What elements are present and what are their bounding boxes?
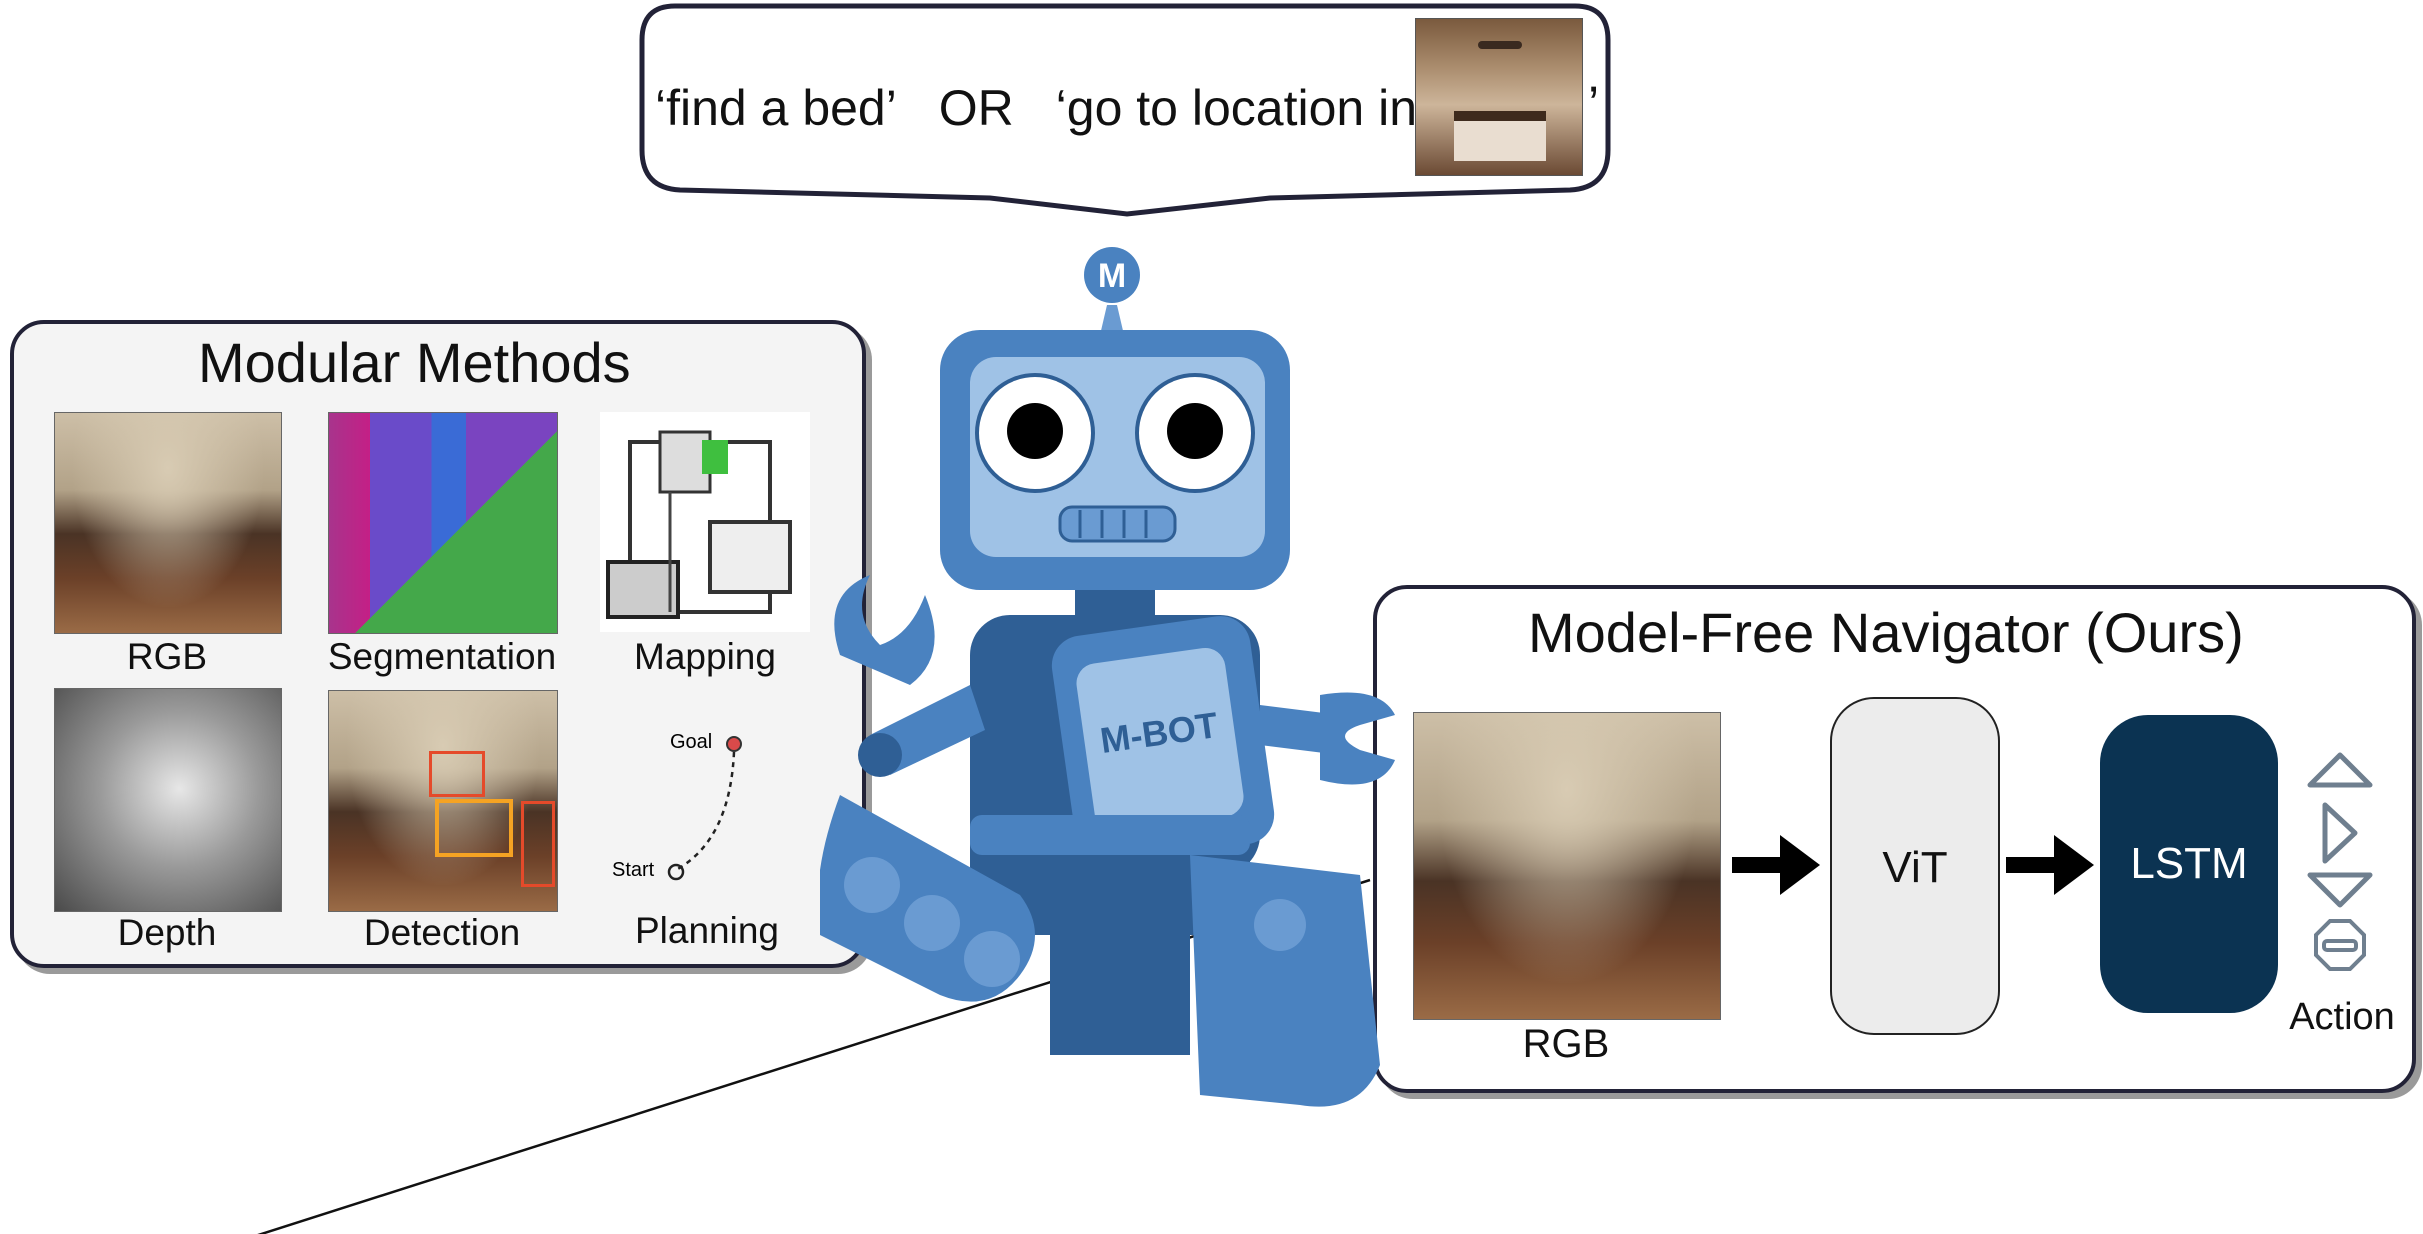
goal-marker-icon: [726, 736, 742, 752]
detection-box: [435, 799, 513, 857]
arrow-to-vit: [1732, 835, 1820, 895]
vit-box: ViT: [1830, 697, 2000, 1035]
right-triangle-icon: [2322, 802, 2358, 864]
detection-box: [521, 801, 555, 887]
modular-methods-title: Modular Methods: [198, 331, 631, 394]
antenna-letter: M: [1098, 257, 1126, 295]
depth-image: [54, 688, 282, 912]
detection-box: [429, 751, 485, 797]
lstm-label: LSTM: [2130, 839, 2248, 888]
planning-start-label: Start: [612, 859, 655, 881]
planning-plot: Goal Start: [612, 731, 742, 881]
planned-path: [675, 751, 736, 872]
action-caption: Action: [2289, 996, 2395, 1038]
robot-mouth: [1058, 505, 1177, 543]
start-marker-icon: [667, 863, 685, 881]
caption-segmentation: Segmentation: [327, 636, 557, 677]
action-icons: [2307, 752, 2373, 971]
lstm-box: LSTM: [2100, 715, 2278, 1013]
right-claw: [1320, 692, 1395, 785]
caption-planning: Planning: [634, 910, 779, 951]
navigator-title: Model-Free Navigator (Ours): [1528, 601, 2244, 664]
speech-bubble: [639, 3, 1611, 217]
instruction-text: ‘find a bed’ OR ‘go to location in: [655, 72, 1417, 136]
floor-map: [606, 430, 792, 619]
vit-label: ViT: [1882, 843, 1948, 892]
left-claw: [834, 575, 935, 685]
instruction-or: OR: [938, 79, 1014, 136]
robot-base: [1050, 935, 1190, 1055]
modular-rgb-image: [54, 412, 282, 634]
detection-image: [328, 690, 558, 912]
right-track: [1190, 855, 1380, 1107]
down-triangle-icon: [2307, 872, 2373, 908]
segmentation-image: [328, 412, 558, 634]
planning-goal-label: Goal: [670, 731, 712, 753]
stop-icon: [2314, 919, 2366, 971]
navigator-rgb-caption: RGB: [1522, 1022, 1610, 1066]
caption-depth: Depth: [117, 912, 217, 953]
caption-rgb: RGB: [126, 636, 208, 677]
bedroom-goal-image: [1415, 18, 1583, 176]
antenna-ball: [1084, 247, 1140, 303]
caption-detection: Detection: [363, 912, 521, 953]
mapping-image: [600, 412, 810, 632]
instruction-close-quote: ’: [1588, 76, 1600, 132]
arrow-to-lstm: [2006, 835, 2094, 895]
robot-mascot: M M-BOT: [820, 247, 1395, 1107]
up-triangle-icon: [2307, 752, 2373, 788]
bed-shape: [1454, 111, 1546, 161]
caption-mapping: Mapping: [634, 636, 776, 677]
instruction-image-goal: ‘go to location in: [1055, 79, 1418, 136]
navigator-rgb-image: [1413, 712, 1721, 1020]
ceiling-fan: [1478, 41, 1522, 49]
instruction-object-goal: ‘find a bed’: [655, 79, 897, 136]
